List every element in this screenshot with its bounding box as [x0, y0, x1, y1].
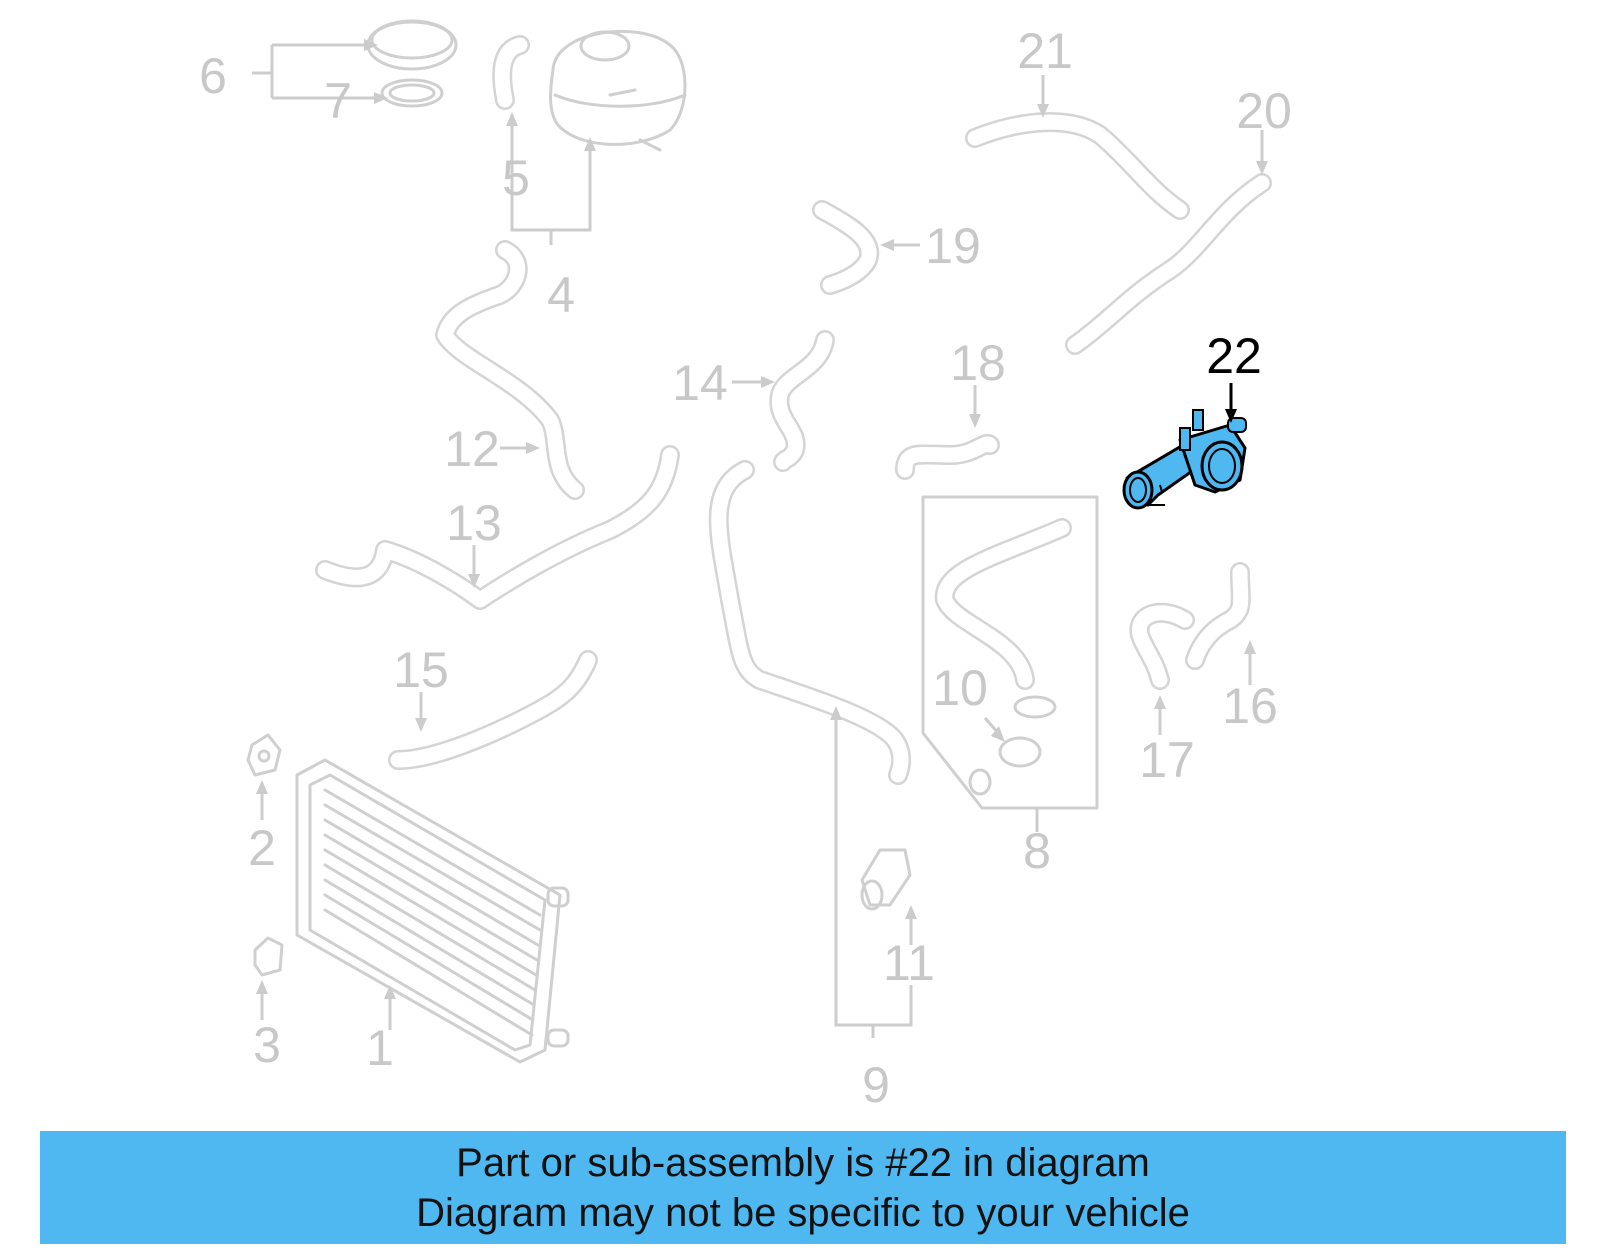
callout-3: 3 — [253, 1017, 281, 1073]
callout-7: 7 — [324, 73, 352, 129]
part-1-radiator — [295, 758, 570, 1064]
part-13-pipe — [315, 445, 680, 610]
part-12-hose — [435, 240, 585, 500]
callout-6: 6 — [199, 48, 227, 104]
part-6-cap — [366, 19, 458, 71]
part-5-hose — [492, 35, 530, 110]
callout-22: 22 — [1206, 328, 1262, 384]
callout-13: 13 — [446, 495, 502, 551]
callout-14: 14 — [672, 355, 728, 411]
callout-1: 1 — [366, 1020, 394, 1076]
info-banner: Part or sub-assembly is #22 in diagram D… — [40, 1131, 1566, 1244]
part-2-bracket — [246, 733, 282, 777]
callout-10: 10 — [932, 660, 988, 716]
callout-4: 4 — [547, 267, 575, 323]
callout-18: 18 — [950, 335, 1006, 391]
callout-5: 5 — [502, 150, 530, 206]
callout-8: 8 — [1023, 823, 1051, 879]
part-18-hose — [895, 434, 1000, 480]
part-16-hose — [1185, 562, 1251, 670]
part-20-hose — [1065, 173, 1272, 355]
callout-17: 17 — [1139, 732, 1195, 788]
part-7-gasket — [380, 78, 444, 108]
callout-15: 15 — [393, 642, 449, 698]
part-19-hose — [812, 200, 880, 295]
part-21-hose — [965, 112, 1190, 220]
callout-19: 19 — [925, 218, 981, 274]
part-4-reservoir — [549, 29, 687, 152]
part-22-water-outlet — [1122, 409, 1247, 510]
callout-12: 12 — [444, 421, 500, 477]
callout-9: 9 — [862, 1057, 890, 1113]
part-3-bracket — [253, 936, 284, 977]
callout-11: 11 — [883, 935, 935, 991]
callout-20: 20 — [1236, 83, 1292, 139]
callout-21: 21 — [1017, 23, 1073, 79]
part-11-housing — [860, 848, 912, 911]
callout-2: 2 — [248, 820, 276, 876]
part-8-group — [921, 495, 1099, 810]
callout-16: 16 — [1222, 678, 1278, 734]
part-15-pipe — [388, 650, 598, 770]
part-9-hose — [708, 460, 911, 785]
part-17-hose — [1129, 602, 1195, 690]
banner-line-2: Diagram may not be specific to your vehi… — [416, 1190, 1190, 1235]
part-14-hose — [769, 330, 835, 472]
banner-line-1: Part or sub-assembly is #22 in diagram — [456, 1140, 1150, 1185]
